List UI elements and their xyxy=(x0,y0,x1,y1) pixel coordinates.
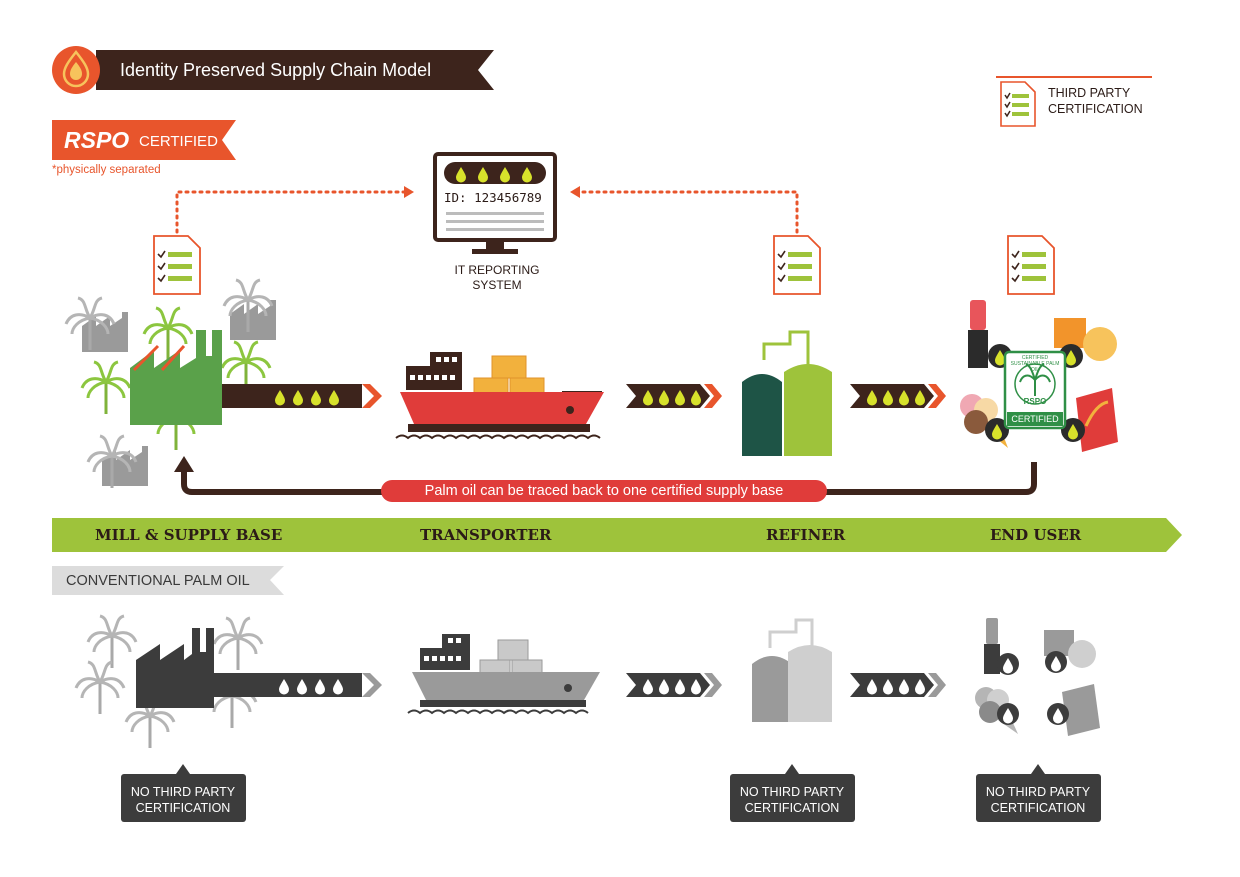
no-certification-callout xyxy=(976,764,1101,822)
legend-label: THIRD PARTY CERTIFICATION xyxy=(1048,86,1143,116)
no-certification-callout xyxy=(121,764,246,822)
monitor-id-text: ID: 123456789 xyxy=(444,190,542,205)
consumer-products-icon xyxy=(975,618,1100,736)
refinery-tanks-icon xyxy=(742,330,832,456)
consumer-products-icon xyxy=(960,300,1118,452)
conventional-label: CONVENTIONAL PALM OIL xyxy=(66,573,250,589)
pipeline-arrow-icon xyxy=(626,384,722,408)
no-certification-text: NO THIRD PARTY CERTIFICATION xyxy=(739,785,845,815)
stage-label-end-user: END USER xyxy=(990,526,1082,544)
rspo-brand-text: RSPO xyxy=(64,127,130,153)
palm-oil-mill-icon xyxy=(64,278,276,490)
cargo-ship-icon xyxy=(407,634,600,715)
conventional-ribbon xyxy=(52,566,284,595)
refinery-tanks-icon xyxy=(752,618,832,722)
pipeline-arrow-icon xyxy=(626,673,722,697)
rspo-certified-text: CERTIFIED xyxy=(139,133,218,150)
page-title: Identity Preserved Supply Chain Model xyxy=(120,60,432,80)
pipeline-arrow-icon xyxy=(222,384,382,408)
physically-separated-note: *physically separated xyxy=(52,164,161,176)
certificate-checklist-icon xyxy=(153,235,201,295)
palm-oil-mill-icon xyxy=(74,614,264,750)
rspo-seal xyxy=(1003,350,1067,430)
dotted-report-arrows xyxy=(175,186,799,234)
no-certification-text: NO THIRD PARTY CERTIFICATION xyxy=(985,785,1091,815)
legend xyxy=(996,76,1152,127)
pipeline-arrow-icon xyxy=(850,384,946,408)
stage-bar xyxy=(52,518,1182,552)
pipeline-arrow-icon xyxy=(850,673,946,697)
pipeline-arrow-icon xyxy=(214,673,382,697)
trace-back-arrow xyxy=(174,456,1037,502)
title-ribbon xyxy=(96,50,494,90)
it-system-label: IT REPORTING SYSTEM xyxy=(454,263,540,292)
no-certification-text: NO THIRD PARTY CERTIFICATION xyxy=(130,785,236,815)
certificate-checklist-icon xyxy=(1007,235,1055,295)
oil-drop-icon xyxy=(997,651,1069,725)
cargo-ship-icon xyxy=(395,352,604,440)
stage-label-transporter: TRANSPORTER xyxy=(420,526,552,544)
certificate-checklist-icon xyxy=(1000,81,1036,127)
rspo-seal-ring-text: CERTIFIED SUSTAINABLE PALM OIL xyxy=(1010,355,1060,373)
stage-label-mill: MILL & SUPPLY BASE xyxy=(95,526,283,544)
certificate-checklist-icon xyxy=(773,235,821,295)
oil-drop-flame-icon xyxy=(52,46,100,94)
trace-back-text: Palm oil can be traced back to one certi… xyxy=(424,483,784,499)
computer-monitor-icon xyxy=(433,152,557,254)
rspo-seal-label: CERTIFIED xyxy=(1011,414,1059,424)
rspo-certified-ribbon xyxy=(52,120,236,160)
stage-label-refiner: REFINER xyxy=(766,526,846,544)
rspo-seal-brand: RSPO xyxy=(1023,397,1047,406)
no-certification-callout xyxy=(730,764,855,822)
